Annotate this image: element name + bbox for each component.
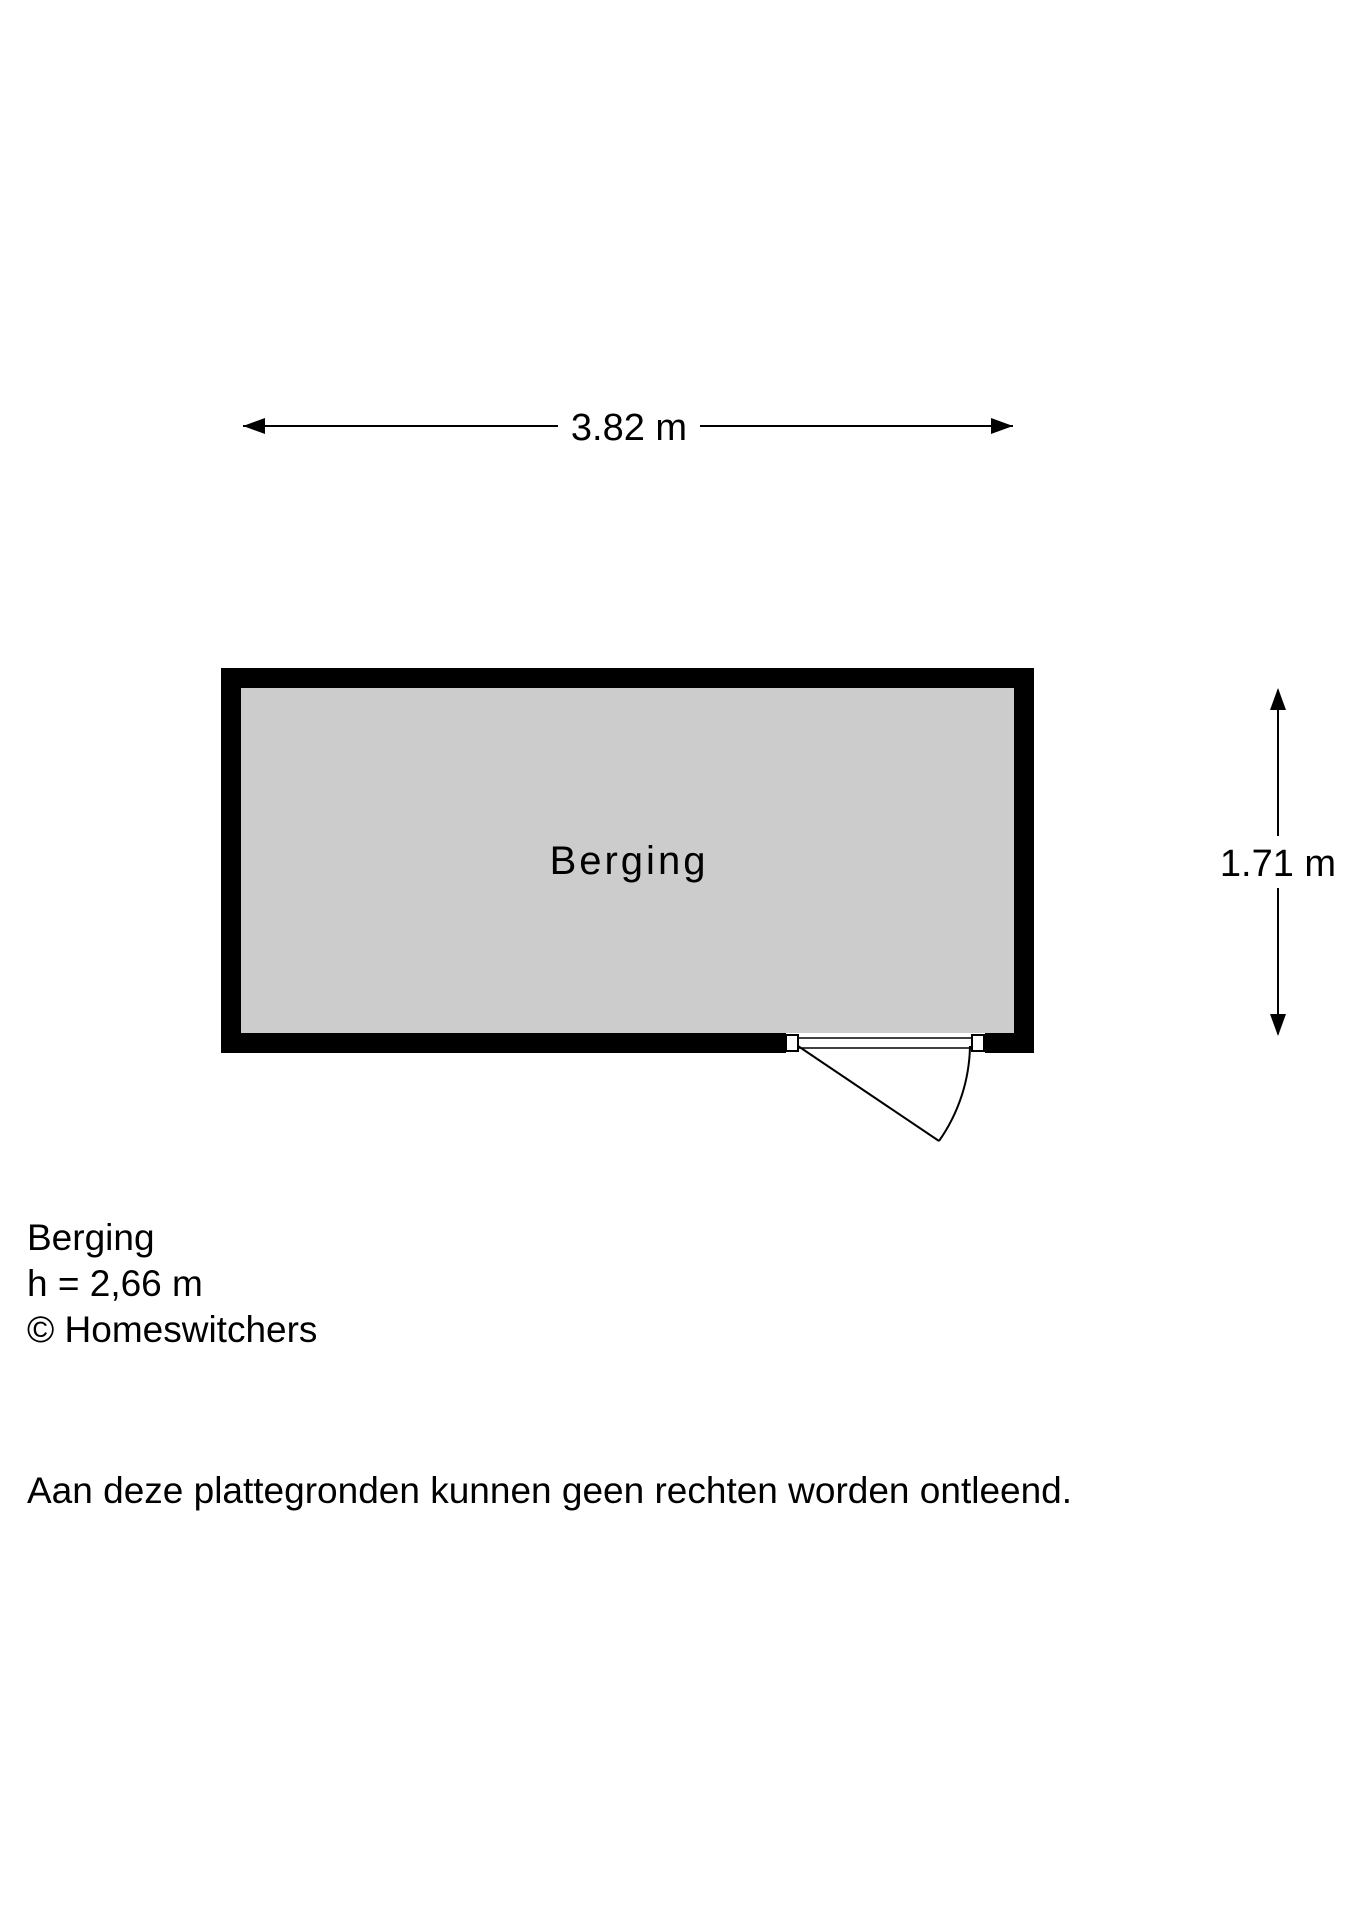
door-jamb-right xyxy=(971,1034,985,1052)
width-dimension: 3.82 m xyxy=(243,407,1013,449)
door-leaf xyxy=(797,1045,940,1142)
door-swing-arc xyxy=(938,1045,971,1142)
info-room-height: h = 2,66 m xyxy=(27,1263,203,1304)
depth-arrow-bottom xyxy=(1270,1014,1286,1036)
door xyxy=(785,1033,985,1142)
door-jamb-left xyxy=(785,1034,799,1052)
width-dimension-label: 3.82 m xyxy=(571,407,687,449)
width-arrow-right xyxy=(991,418,1013,434)
info-room-name: Berging xyxy=(27,1217,155,1258)
depth-dimension-label: 1.71 m xyxy=(1220,843,1336,885)
depth-dimension: 1.71 m xyxy=(1220,688,1336,1036)
disclaimer-text: Aan deze plattegronden kunnen geen recht… xyxy=(27,1470,1073,1511)
room-berging: Berging xyxy=(221,668,1034,1053)
door-opening xyxy=(786,1033,985,1053)
room-floor xyxy=(241,688,1014,1033)
width-arrow-left xyxy=(243,418,265,434)
info-copyright: © Homeswitchers xyxy=(27,1309,318,1350)
room-info: Berging h = 2,66 m © Homeswitchers xyxy=(27,1215,317,1353)
depth-arrow-top xyxy=(1270,688,1286,710)
room-label: Berging xyxy=(550,839,709,883)
